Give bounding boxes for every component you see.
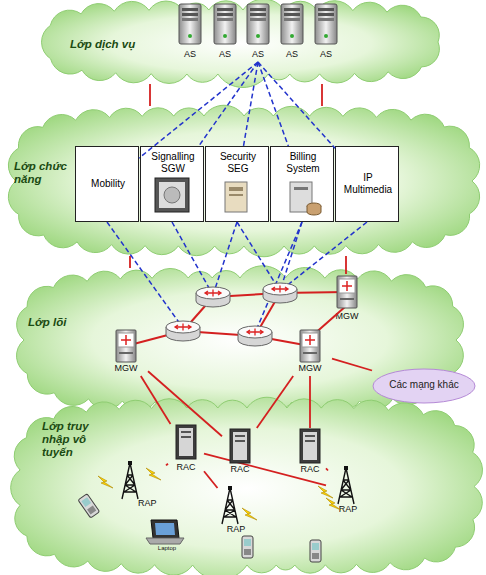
device-node: AS [175,2,205,62]
layer-title: Lớp lõi [28,316,98,329]
device-label: AS [210,49,240,59]
function-label: Signalling SGW [145,151,201,174]
layer-cloud: Lớp truy nhập vô tuyếnRAC RAC RAC RAP RAP RAP [10,398,484,575]
device-label: AS [277,49,307,59]
device-node: RAP [326,468,370,514]
device-label: RAP [138,498,166,508]
device-node: AS [243,2,273,62]
device-label: MGW [104,363,148,373]
device-node: AS [311,2,341,62]
device-node: AS [277,2,307,62]
device-node: RAC [222,428,258,476]
function-box: Billing System [270,146,334,222]
device-label: RAP [218,524,254,534]
device-label: RAP [330,504,366,514]
function-box: Signalling SGW [140,146,204,222]
network-label: Các mạng khác [372,379,476,391]
device-caption: Laptop [148,545,186,552]
device-label: MGW [288,363,332,373]
device-label: AS [311,49,341,59]
device-label: RAC [168,462,204,472]
function-label: Security SEG [210,151,266,174]
network-ellipse: Các mạng khác [372,368,476,404]
device-node: RAP [118,462,166,508]
device-node: RAC [168,424,204,474]
network-link [321,84,323,106]
network-link [129,256,131,268]
device-label: RAC [222,464,258,474]
cloud-outline [8,105,479,256]
device-node: MGW [325,274,369,324]
cloud-outline [42,0,440,87]
function-box: Mobility [75,146,139,222]
device-node: MGW [288,328,332,376]
device-node: MGW [104,328,148,376]
function-box: IP Multimedia [335,146,399,222]
device-node: RAP [214,488,258,534]
layer-title: Lớp dịch vụ [70,38,160,51]
device-node: AS [210,2,240,62]
function-label: IP Multimedia [340,172,396,195]
network-link [149,84,151,106]
device-label: AS [243,49,273,59]
ellipse-outline [373,369,475,403]
device-label: RAC [292,464,328,474]
layer-title: Lớp truy nhập vô tuyến [42,420,104,460]
function-label: Billing System [275,151,331,174]
layer-title: Lớp chức năng [14,160,76,186]
device-label: MGW [325,311,369,321]
device-node: RAC [292,428,328,476]
device-label: AS [175,49,205,59]
layer-cloud: Lớp chức năngMobility Signalling SGW Secur… [6,106,482,256]
cloud-outline [11,397,483,575]
function-box: Security SEG [205,146,269,222]
function-label: Mobility [80,178,136,190]
layer-cloud: Lớp dịch vụASASASASAS [38,0,448,84]
